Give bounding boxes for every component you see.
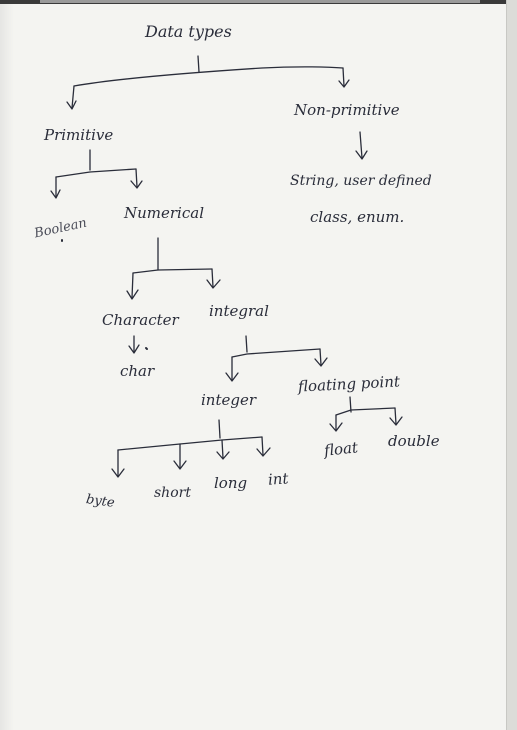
node-byte: byte <box>85 492 116 511</box>
connector-to-non-primitive <box>342 67 345 87</box>
page-top-edge-highlight <box>40 0 480 3</box>
node-float: float <box>323 438 359 460</box>
node-character: Character <box>102 311 179 329</box>
arrow-to-int <box>256 447 271 457</box>
connector-non-primitive-stem <box>359 131 363 159</box>
arrow-to-character <box>126 289 139 300</box>
arrow-to-long <box>216 451 230 460</box>
node-long: long <box>214 474 248 492</box>
arrow-to-integral <box>206 279 221 289</box>
connector-integer-stem <box>218 419 221 439</box>
node-integer: integer <box>201 391 257 409</box>
arrow-to-primitive <box>66 100 77 110</box>
node-char: char <box>120 362 155 380</box>
connector-integral-bar <box>231 348 321 358</box>
node-double: double <box>388 432 440 450</box>
node-numerical: Numerical <box>124 204 204 222</box>
arrow-to-double <box>389 416 403 426</box>
connector-to-numerical <box>135 168 138 188</box>
page-right-edge <box>506 0 517 730</box>
node-primitive: Primitive <box>44 126 114 144</box>
arrow-to-integer <box>225 372 239 382</box>
connector-to-character <box>131 272 134 299</box>
node-data-types: Data types <box>145 22 232 41</box>
connector-to-primitive <box>71 85 75 109</box>
connector-to-double <box>394 407 397 425</box>
node-int: int <box>267 469 290 489</box>
connector-to-long <box>221 439 224 459</box>
node-non-primitive-examples-1: String, user defined <box>290 173 432 189</box>
connector-floating-bar <box>335 407 396 416</box>
connector-root-stem <box>197 55 200 73</box>
pen-mark-char <box>145 347 148 350</box>
node-short: short <box>154 485 191 501</box>
node-non-primitive: Non-primitive <box>294 101 400 119</box>
node-integral: integral <box>209 302 269 320</box>
arrow-to-char <box>128 344 140 354</box>
connector-integer-bar <box>117 436 263 451</box>
arrow-to-byte <box>111 468 125 478</box>
node-non-primitive-examples-2: class, enum. <box>310 208 405 226</box>
connector-to-int <box>261 436 264 456</box>
arrow-to-boolean <box>50 189 61 199</box>
connector-primitive-bar <box>55 168 137 178</box>
arrow-to-short <box>173 460 187 470</box>
connector-numerical-bar <box>132 268 213 274</box>
arrow-to-float <box>329 422 343 432</box>
arrow-to-numerical <box>130 180 143 189</box>
arrow-to-examples <box>355 150 368 160</box>
connector-to-floating-point <box>319 348 322 366</box>
connector-to-integral <box>211 268 214 288</box>
arrow-to-non-primitive <box>338 79 350 88</box>
arrow-to-floating-point <box>314 357 328 367</box>
connector-integral-stem <box>245 335 248 353</box>
connector-root-bar <box>73 66 344 87</box>
